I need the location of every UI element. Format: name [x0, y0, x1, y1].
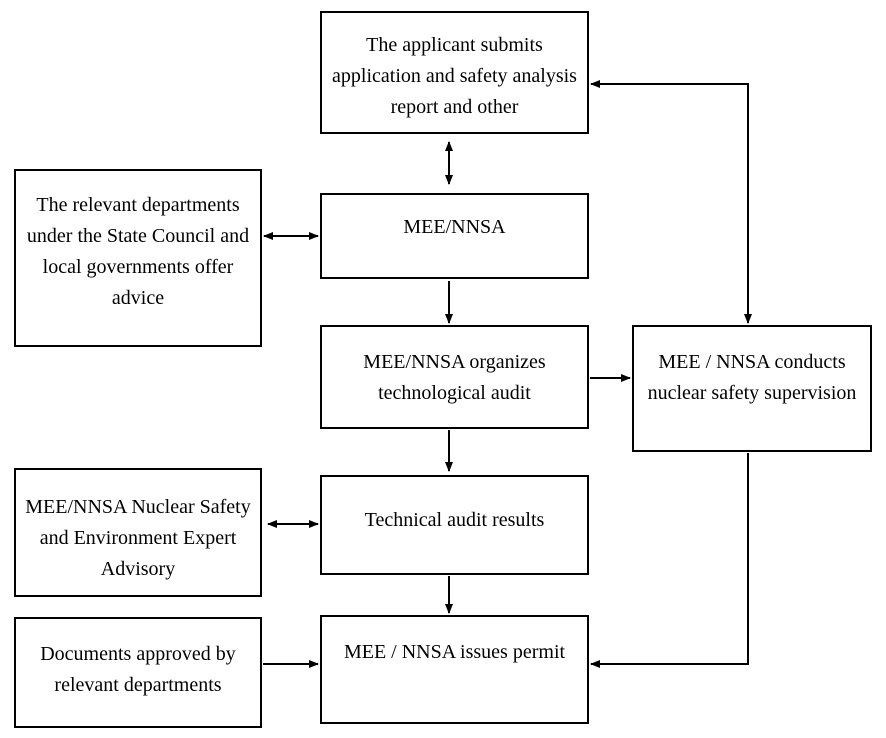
organizes-audit-text: MEE/NNSA organizes technological audit [363, 351, 546, 404]
departments-advice-box: The relevant departments under the State… [14, 169, 262, 347]
audit-results-box: Technical audit results [320, 475, 589, 575]
approved-documents-box: Documents approved by relevant departmen… [14, 617, 262, 728]
departments-advice-text: The relevant departments under the State… [26, 194, 250, 309]
mee-nnsa-text: MEE/NNSA [403, 216, 506, 238]
safety-supervision-text: MEE / NNSA conducts nuclear safety super… [647, 351, 857, 404]
applicant-submits-box: The applicant submits application and sa… [320, 11, 589, 134]
mee-nnsa-box: MEE/NNSA [320, 193, 589, 279]
arrow-supervise-permit [590, 453, 749, 668]
issues-permit-box: MEE / NNSA issues permit [320, 615, 589, 724]
safety-supervision-box: MEE / NNSA conducts nuclear safety super… [632, 325, 872, 452]
applicant-submits-text: The applicant submits application and sa… [332, 34, 577, 118]
organizes-audit-box: MEE/NNSA organizes technological audit [320, 325, 589, 429]
expert-advisory-box: MEE/NNSA Nuclear Safety and Environment … [14, 468, 262, 597]
audit-results-text: Technical audit results [364, 509, 545, 531]
approved-documents-text: Documents approved by relevant departmen… [40, 643, 236, 696]
arrow-supervise-applicant [590, 80, 752, 324]
issues-permit-text: MEE / NNSA issues permit [343, 641, 566, 663]
expert-advisory-text: MEE/NNSA Nuclear Safety and Environment … [25, 496, 251, 580]
